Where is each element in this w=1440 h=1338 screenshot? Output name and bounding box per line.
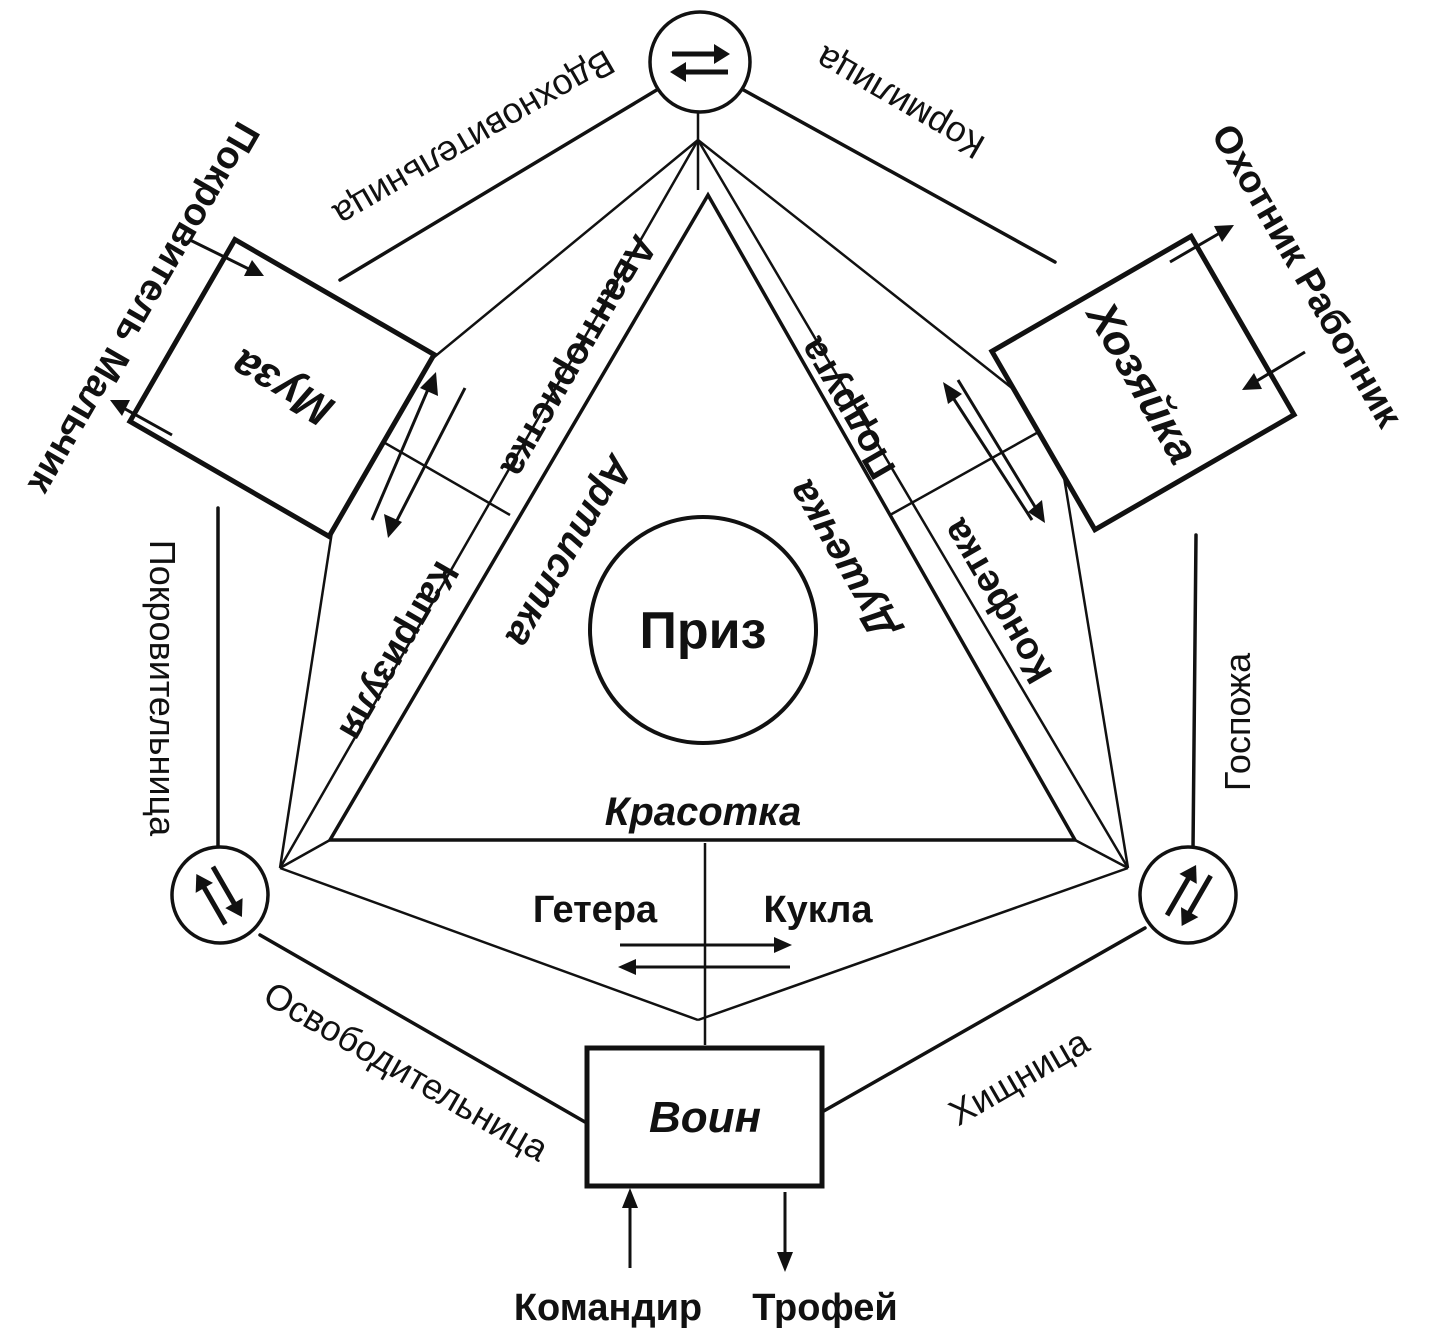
central-triangle (326, 191, 1079, 842)
node-right (1138, 845, 1238, 945)
arrows-muse-external (110, 238, 264, 437)
edge-top-muse (338, 86, 662, 282)
arrows-hostess-inner (943, 379, 1045, 523)
line-top-down-right (697, 139, 1056, 423)
label-beauty: Красотка (605, 790, 802, 834)
muse-box: Муза (126, 236, 438, 540)
arrows-muse-inner (370, 372, 467, 538)
prize-circle (588, 515, 818, 745)
label-candy: Конфетка (934, 511, 1062, 690)
label-adventuress: Авантюристка (492, 228, 665, 485)
label-trophy: Трофей (752, 1287, 897, 1329)
label-hetaera: Гетера (533, 889, 658, 931)
outer-edges (216, 86, 1198, 1124)
node-left (170, 845, 270, 945)
label-mistress: Госпожа (1217, 652, 1258, 791)
line-left-to-warrior (279, 866, 699, 1022)
label-commander: Командир (514, 1287, 702, 1329)
label-doll: Кукла (763, 889, 873, 931)
arrows-warrior-external (622, 1188, 793, 1272)
node-top (648, 10, 752, 114)
line-top-to-right-node (696, 139, 1130, 869)
label-nurse: Кормилица (807, 38, 991, 168)
line-hostess-to-triangle (889, 418, 1061, 517)
line-left-to-triangle (279, 838, 331, 870)
label-capricious: Капризуля (330, 554, 466, 748)
arrows-hostess-external (1169, 225, 1306, 390)
label-predator: Хищница (942, 1020, 1097, 1133)
warrior-box: Воин (584, 1045, 825, 1189)
label-friend: Подруга (790, 330, 904, 486)
label-liberator: Освободительница (257, 973, 556, 1170)
hostess-box: Хозяйка (988, 232, 1298, 534)
edge-left-warrior (258, 933, 587, 1124)
edge-right-warrior (820, 926, 1147, 1114)
arrows-warrior-inner (618, 937, 792, 975)
line-right-to-triangle (1074, 838, 1129, 870)
edge-hostess-right (1191, 533, 1198, 852)
line-hostess-down (1053, 421, 1130, 869)
line-right-to-warrior (697, 866, 1129, 1022)
edge-top-hostess (738, 86, 1057, 264)
warrior-box-label: Воин (649, 1093, 761, 1142)
prize-label: Приз (640, 602, 767, 660)
label-patroness: Покровительница (142, 540, 183, 837)
